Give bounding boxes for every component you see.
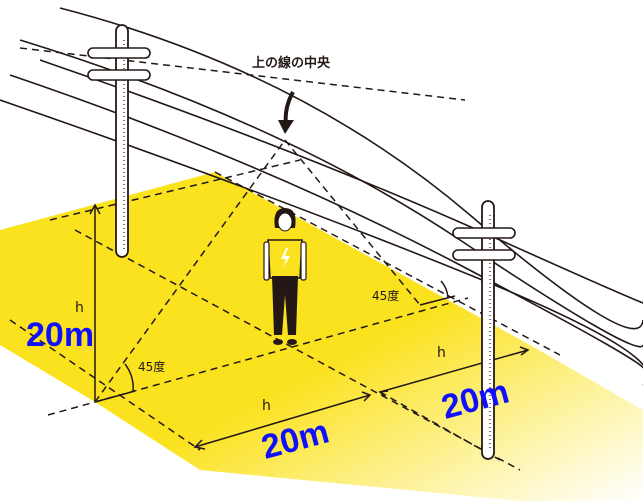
person-figure	[263, 208, 307, 345]
distance-label-vertical: 20m	[26, 316, 95, 354]
measure-lines	[89, 203, 530, 450]
h-label-right: h	[437, 345, 446, 361]
utility-pole-right	[452, 200, 516, 460]
angle-label-right: 45度	[372, 289, 400, 303]
h-label-vertical: h	[75, 300, 84, 316]
power-lines	[0, 7, 643, 385]
angle-label-left: 45度	[138, 360, 166, 374]
h-label-bottom: h	[262, 398, 271, 414]
utility-pole-left	[87, 24, 151, 258]
callout-label: 上の線の中央	[252, 56, 331, 71]
